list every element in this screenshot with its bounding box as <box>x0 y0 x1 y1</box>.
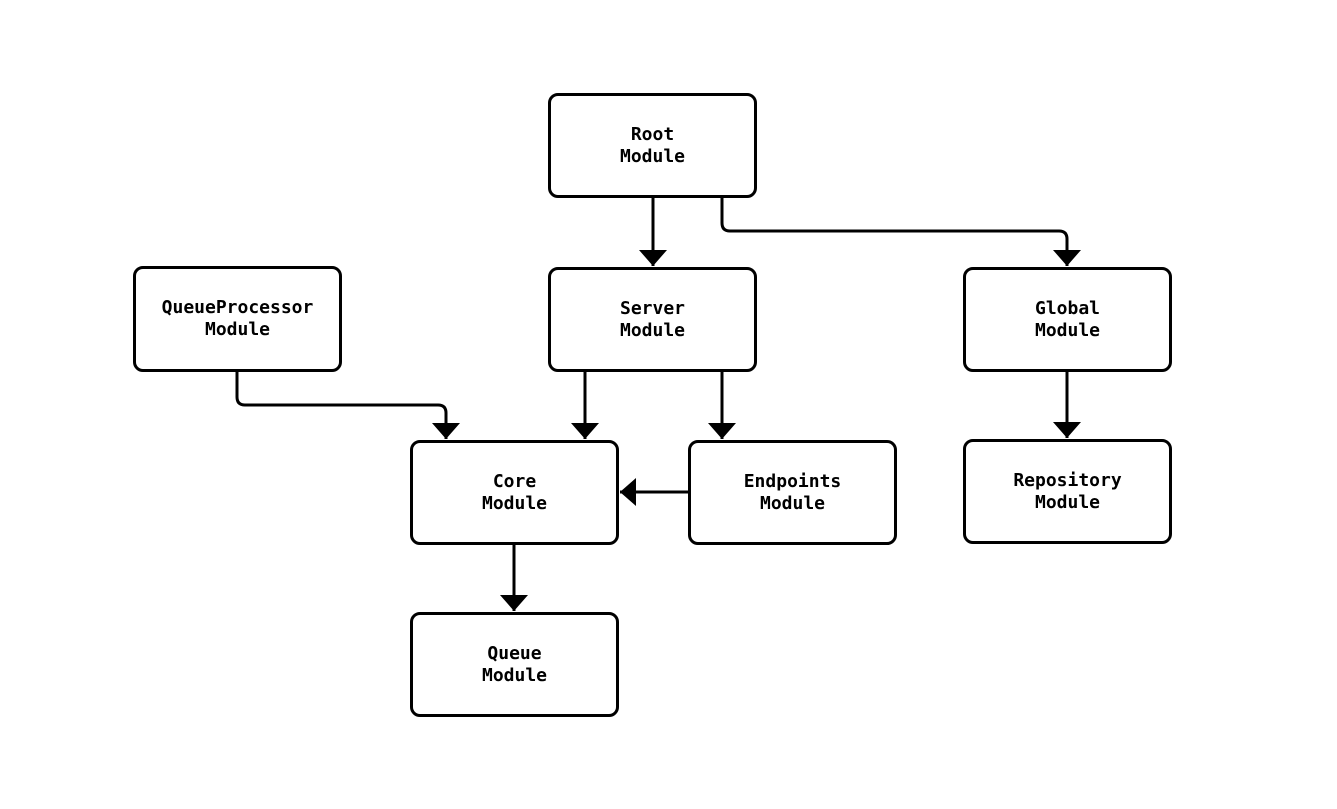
node-label-line: Module <box>619 145 686 167</box>
node-label-line: Server <box>619 297 686 319</box>
node-label-line: QueueProcessor <box>161 297 314 318</box>
node-label-line: Root <box>630 123 675 145</box>
node-label-line: Repository <box>1013 469 1122 491</box>
node-label-line: Module <box>481 664 548 686</box>
node-label-line: Module <box>1034 491 1101 513</box>
node-label-line: Module <box>204 319 271 340</box>
edge-queueprocessor-to-core <box>235 372 460 439</box>
node-label-line: Module <box>481 492 548 514</box>
node-label-line: Module <box>759 492 826 514</box>
node-label-line: Module <box>619 319 686 341</box>
node-label-line: Module <box>1034 319 1101 341</box>
edge-root-to-global <box>720 198 1081 266</box>
node-label-line: Core <box>492 470 537 492</box>
node-label-line: Global <box>1034 297 1101 319</box>
node-label-line: Endpoints <box>743 470 842 492</box>
node-label-line: Queue <box>487 642 542 664</box>
